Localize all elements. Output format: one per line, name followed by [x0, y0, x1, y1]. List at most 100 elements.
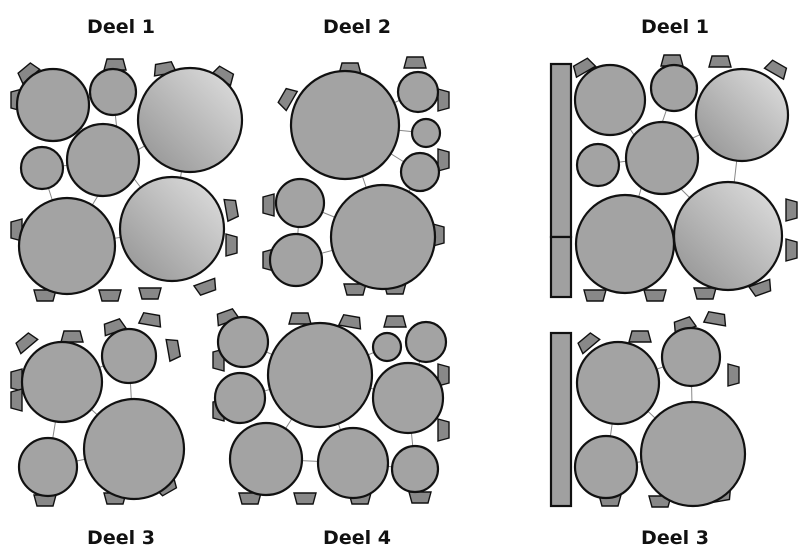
- deel2-tab-shape: [403, 56, 427, 69]
- deel3-b-rail: [549, 331, 573, 508]
- deel1-b-rail: [549, 235, 573, 299]
- deel2-disc: [399, 151, 441, 193]
- deel1-b-tab: [708, 55, 732, 68]
- deel4-tab: [288, 312, 312, 325]
- deel2-disc: [289, 69, 401, 181]
- deel3-a-tab-shape: [15, 332, 39, 355]
- deel1-a-tab: [33, 289, 57, 302]
- deel3-a-tab-shape: [165, 338, 182, 363]
- deel2-tab: [437, 88, 450, 112]
- label-bottom-left: Deel 3: [87, 527, 155, 549]
- deel4-tab: [383, 315, 407, 328]
- deel2-disc: [396, 70, 440, 114]
- deel2-tab: [277, 87, 299, 112]
- deel1-b-tab: [785, 198, 798, 222]
- deel2-disc: [274, 177, 326, 229]
- deel4-disc: [404, 320, 448, 364]
- deel3-a-tab: [15, 332, 39, 355]
- deel1-a-tab-shape: [223, 198, 240, 223]
- deel2-tab: [437, 148, 450, 172]
- deel1-a-disc: [15, 67, 91, 143]
- deel4-disc: [316, 426, 390, 500]
- deel1-a-disc: [17, 196, 117, 296]
- deel1-b-tab-shape: [785, 198, 798, 222]
- deel1-a-tab-shape: [192, 277, 217, 297]
- deel4-tab-shape: [293, 492, 317, 505]
- deel3-a-tab: [137, 311, 162, 328]
- deel4-disc: [228, 421, 304, 497]
- deel1-b-tab-shape: [747, 278, 772, 298]
- deel1-a-tab-shape: [225, 233, 238, 257]
- deel1-b-tab: [693, 287, 717, 300]
- label-top-left: Deel 1: [87, 16, 155, 38]
- deel1-a-tab: [138, 287, 162, 300]
- deel2-disc: [329, 183, 437, 291]
- deel1-a-disc: [65, 122, 141, 198]
- deel2-disc: [268, 232, 324, 288]
- deel3-b-tab: [628, 330, 652, 343]
- deel3-a-tab: [10, 388, 23, 412]
- deel1-b-tab-shape: [583, 289, 607, 302]
- deel4-tab: [293, 492, 317, 505]
- deel2-tab: [403, 56, 427, 69]
- deel1-a-disc: [19, 145, 65, 191]
- deel4-tab-shape: [337, 313, 362, 330]
- deel3-a-tab: [60, 330, 84, 343]
- deel3-b-tab: [577, 332, 601, 355]
- deel2-tab: [343, 283, 367, 296]
- deel1-b-tab-shape: [763, 59, 788, 81]
- deel4-disc: [213, 371, 267, 425]
- deel3-b-tab: [702, 310, 727, 327]
- label-top-mid: Deel 2: [323, 16, 391, 38]
- deel1-a-tab-shape: [33, 289, 57, 302]
- deel1-b-disc: [649, 63, 699, 113]
- deel1-a-disc: [88, 67, 138, 117]
- deel1-a-tab: [225, 233, 238, 257]
- deel3-a-disc: [20, 340, 104, 424]
- deel1-a-tab-shape: [98, 289, 122, 302]
- deel4-tab: [337, 313, 362, 330]
- deel3-b-tab-shape: [727, 363, 740, 387]
- deel3-a-disc: [17, 436, 79, 498]
- deel3-a-tab-shape: [10, 368, 23, 392]
- label-top-right: Deel 1: [641, 16, 709, 38]
- deel1-b-disc: [573, 63, 647, 137]
- deel1-b-tab: [747, 278, 772, 298]
- deel3-a-tab-shape: [137, 311, 162, 328]
- deel2-tab-shape: [262, 193, 275, 217]
- deel1-b-tab: [643, 289, 667, 302]
- deel4-disc: [390, 444, 440, 494]
- deel1-a-tab-shape: [138, 287, 162, 300]
- deel4-disc: [371, 331, 403, 363]
- deel3-b-tab: [727, 363, 740, 387]
- deel4-tab: [437, 418, 450, 442]
- deel1-b-tab: [785, 238, 798, 262]
- deel1-b-rail: [549, 62, 573, 239]
- deel3-b-disc: [575, 340, 661, 426]
- deel1-b-tab-shape: [572, 57, 597, 79]
- deel3-b-tab-shape: [702, 310, 727, 327]
- deel1-a-tab: [192, 277, 217, 297]
- deel3-a-disc: [82, 397, 186, 501]
- label-bottom-right: Deel 3: [641, 527, 709, 549]
- deel4-tab: [238, 492, 262, 505]
- deel1-b-tab-shape: [708, 55, 732, 68]
- deel1-b-tab-shape: [643, 289, 667, 302]
- deel4-disc: [371, 361, 445, 435]
- deel3-b-disc: [639, 400, 747, 508]
- deel3-b-disc: [573, 434, 639, 500]
- deel2-tab-shape: [437, 88, 450, 112]
- deel3-a-tab: [165, 338, 182, 363]
- deel2-tab-shape: [343, 283, 367, 296]
- deel1-a-tab: [98, 289, 122, 302]
- deel3-b-tab-shape: [628, 330, 652, 343]
- deel1-b-disc: [575, 142, 621, 188]
- deel2-tab-shape: [277, 87, 299, 112]
- deel4-tab: [408, 491, 432, 504]
- deel3-a-tab-shape: [60, 330, 84, 343]
- deel1-b-tab: [572, 57, 597, 79]
- deel3-a-tab: [10, 368, 23, 392]
- deel1-a-tab: [223, 198, 240, 223]
- deel1-b-disc: [574, 193, 676, 295]
